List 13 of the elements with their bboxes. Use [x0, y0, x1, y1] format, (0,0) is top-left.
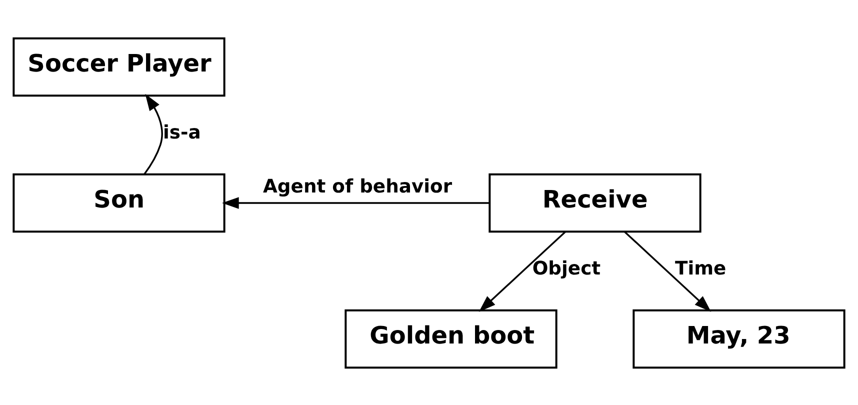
- node-box: May, 23: [632, 308, 846, 368]
- node-box: Son: [12, 172, 226, 232]
- edge-label: Agent of behavior: [263, 176, 452, 198]
- node-box: Receive: [488, 172, 702, 232]
- edge-label: Time: [675, 258, 726, 280]
- node-box: Soccer Player: [12, 36, 226, 96]
- arrow: [144, 93, 163, 174]
- arrow: [624, 230, 712, 312]
- arrow: [478, 230, 566, 312]
- arrow: [222, 196, 490, 208]
- node-box: Golden boot: [344, 308, 558, 368]
- edge-label: Object: [532, 258, 601, 280]
- edge-label: is-a: [163, 122, 201, 144]
